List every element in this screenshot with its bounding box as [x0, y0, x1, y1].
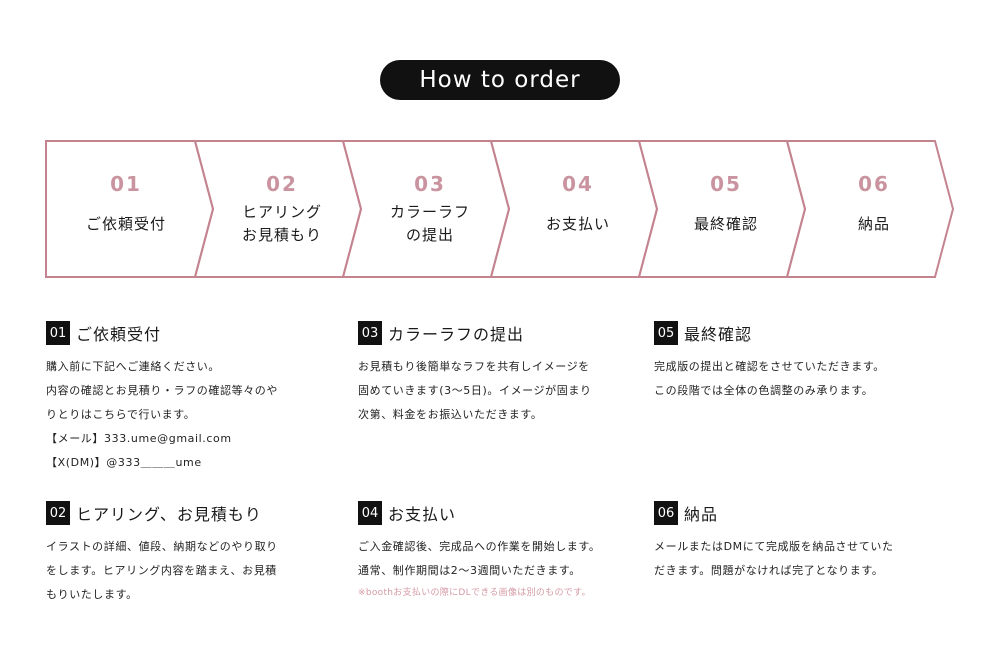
flow-step-05: 05 最終確認 [652, 140, 800, 278]
flow-step-04: 04 お支払い [504, 140, 652, 278]
section-text-line: だきます。問題がなければ完了となります。 [654, 564, 884, 577]
flow-step-shape-06 [785, 140, 955, 278]
section-body: メールまたはDMにて完成版を納品させていた だきます。問題がなければ完了となりま… [654, 535, 894, 583]
section-header: 06 納品 [654, 501, 894, 525]
section-header: 05 最終確認 [654, 321, 885, 345]
section-text-line: お見積もり後簡単なラフを共有しイメージを [358, 360, 590, 373]
flow-step-number: 02 [266, 172, 298, 196]
section-body: イラストの詳細、値段、納期などのやり取り をします。ヒアリング内容を踏まえ、お見… [46, 535, 278, 607]
section-text-line: 固めていきます(3〜5日)。イメージが固まり [358, 384, 592, 397]
flow-step-label: 納品 [857, 214, 890, 233]
section-text-line: りとりはこちらで行います。 [46, 408, 196, 421]
section-body: お見積もり後簡単なラフを共有しイメージを 固めていきます(3〜5日)。イメージが… [358, 355, 592, 427]
section-text-line: 完成版の提出と確認をさせていただきます。 [654, 360, 885, 373]
page-title: How to order [380, 60, 620, 100]
flow-step-label: ご依頼受付 [85, 214, 166, 233]
section-05: 05 最終確認 完成版の提出と確認をさせていただきます。 この段階では全体の色調… [654, 321, 885, 403]
flow-step-label: 最終確認 [693, 214, 758, 233]
section-text-line: イラストの詳細、値段、納期などのやり取り [46, 540, 278, 553]
flow-step-label: ヒアリング お見積もり [241, 203, 322, 244]
section-title: ヒアリング、お見積もり [76, 505, 262, 524]
section-text-line: ご入金確認後、完成品への作業を開始します。 [358, 540, 601, 553]
flow-step-06: 06 納品 [800, 140, 948, 278]
contact-email: 【メール】333.ume@gmail.com [46, 432, 232, 445]
section-text-line: メールまたはDMにて完成版を納品させていた [654, 540, 894, 553]
booth-note: ※boothお支払いの際にDLできる画像は別のものです。 [358, 588, 591, 598]
section-header: 02 ヒアリング、お見積もり [46, 501, 278, 525]
section-text-line: をします。ヒアリング内容を踏まえ、お見積 [46, 564, 277, 577]
section-header: 04 お支払い [358, 501, 601, 525]
page-title-text: How to order [419, 67, 581, 93]
section-01: 01 ご依頼受付 購入前に下記へご連絡ください。 内容の確認とお見積り・ラフの確… [46, 321, 278, 475]
section-text-line: もりいたします。 [46, 588, 138, 601]
flow-step-number: 03 [414, 172, 446, 196]
section-text-line: 次第、料金をお振込いただきます。 [358, 408, 543, 421]
section-02: 02 ヒアリング、お見積もり イラストの詳細、値段、納期などのやり取り をします… [46, 501, 278, 607]
flow-step-label: カラーラフ の提出 [389, 203, 470, 244]
flow-step-number: 05 [710, 172, 742, 196]
flow-step-02: 02 ヒアリング お見積もり [208, 140, 356, 278]
section-number-badge: 06 [654, 501, 678, 525]
section-number-badge: 02 [46, 501, 70, 525]
section-text-line: この段階では全体の色調整のみ承ります。 [654, 384, 874, 397]
section-06: 06 納品 メールまたはDMにて完成版を納品させていた だきます。問題がなければ… [654, 501, 894, 583]
section-title: ご依頼受付 [76, 325, 162, 344]
section-header: 03 カラーラフの提出 [358, 321, 592, 345]
section-header: 01 ご依頼受付 [46, 321, 278, 345]
flow-step-label: お支払い [545, 214, 610, 233]
section-title: 納品 [684, 505, 719, 524]
section-body: 完成版の提出と確認をさせていただきます。 この段階では全体の色調整のみ承ります。 [654, 355, 885, 403]
section-text-line: 内容の確認とお見積り・ラフの確認等々のや [46, 384, 278, 397]
section-number-badge: 04 [358, 501, 382, 525]
section-title: 最終確認 [684, 325, 753, 344]
section-number-badge: 01 [46, 321, 70, 345]
flow-step-number: 06 [858, 172, 890, 196]
section-text-line: 購入前に下記へご連絡ください。 [46, 360, 220, 373]
section-body: ご入金確認後、完成品への作業を開始します。 通常、制作期間は2〜3週間いただきま… [358, 535, 601, 603]
section-text-line: 通常、制作期間は2〜3週間いただきます。 [358, 564, 581, 577]
section-title: お支払い [388, 505, 457, 524]
section-title: カラーラフの提出 [388, 325, 525, 344]
section-03: 03 カラーラフの提出 お見積もり後簡単なラフを共有しイメージを 固めていきます… [358, 321, 592, 427]
section-number-badge: 05 [654, 321, 678, 345]
contact-x-dm: 【X(DM)】@333＿＿＿ume [46, 456, 202, 469]
flow-step-01: 01 ご依頼受付 [52, 140, 200, 278]
section-number-badge: 03 [358, 321, 382, 345]
flow-step-number: 01 [110, 172, 142, 196]
section-body: 購入前に下記へご連絡ください。 内容の確認とお見積り・ラフの確認等々のや りとり… [46, 355, 278, 475]
section-04: 04 お支払い ご入金確認後、完成品への作業を開始します。 通常、制作期間は2〜… [358, 501, 601, 603]
flow-step-03: 03 カラーラフ の提出 [356, 140, 504, 278]
flow-step-number: 04 [562, 172, 594, 196]
